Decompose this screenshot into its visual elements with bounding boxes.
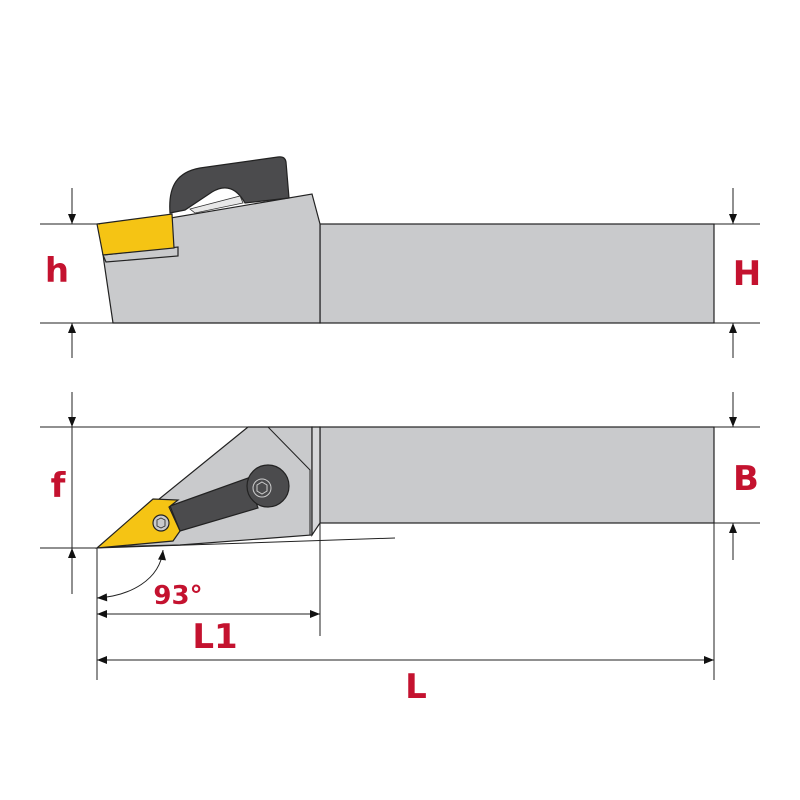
head-facet-line <box>267 426 311 535</box>
clamp-screw <box>252 478 272 498</box>
shank-top <box>319 426 715 524</box>
label-L1: L1 <box>192 617 237 657</box>
insert-screw <box>152 514 170 532</box>
top-view: f B 93° L1 L <box>40 392 760 707</box>
label-L: L <box>405 667 427 707</box>
hex-socket-icon <box>256 481 268 495</box>
clamp-screw-side <box>189 195 244 214</box>
head-neck-top <box>311 426 321 537</box>
insert-side <box>96 213 175 256</box>
label-h: h <box>45 251 69 291</box>
cutting-edge-reference-line <box>96 537 396 549</box>
clamp-side <box>169 156 290 214</box>
side-view: h H <box>40 156 761 358</box>
label-H: H <box>733 254 761 294</box>
hex-socket-icon <box>156 517 166 529</box>
insert-top <box>95 498 181 549</box>
shank-side <box>319 223 715 324</box>
label-angle: 93° <box>153 581 202 611</box>
label-f: f <box>51 466 67 506</box>
label-B: B <box>733 459 759 499</box>
angle-arc <box>96 549 166 602</box>
